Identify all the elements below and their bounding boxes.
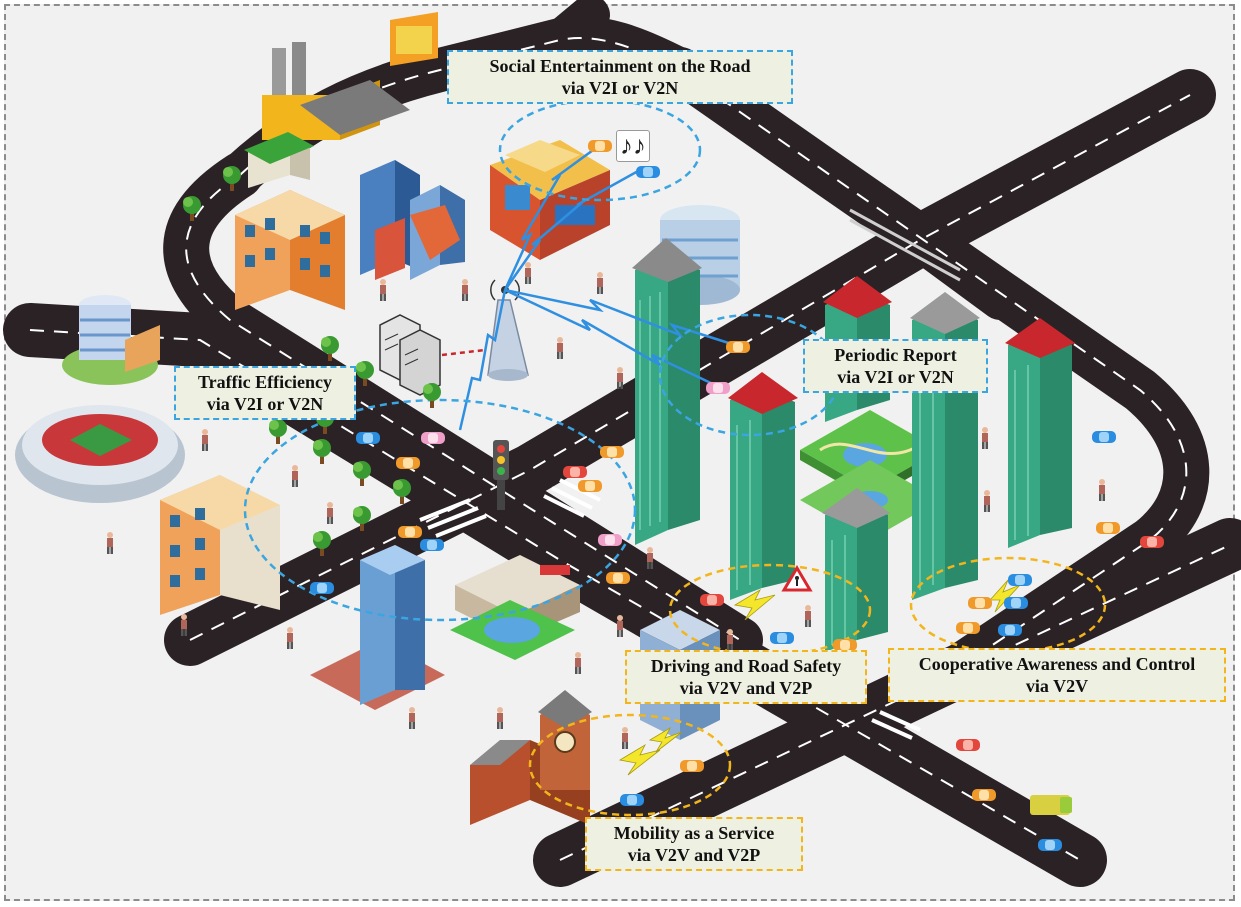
- glass-skyscraper: [310, 545, 445, 710]
- traffic-light-icon: [493, 440, 509, 510]
- label-periodic-line2: via V2I or V2N: [837, 367, 954, 387]
- shopping-mall: [490, 140, 610, 260]
- teal-highrise-2: [728, 372, 798, 600]
- region-cooperative: [909, 556, 1107, 654]
- server-icon: [379, 314, 441, 396]
- highrise-windows: [639, 292, 1029, 645]
- label-driving-road-safety: Driving and Road Safety via V2V and V2P: [625, 650, 867, 704]
- music-notes-icon: ♪♪: [616, 130, 650, 162]
- label-periodic-line1: Periodic Report: [834, 345, 957, 365]
- teal-highrise-5: [1005, 318, 1075, 548]
- label-traffic-efficiency: Traffic Efficiency via V2I or V2N: [174, 366, 356, 420]
- region-traffic: [243, 398, 637, 622]
- label-cooperative-awareness: Cooperative Awareness and Control via V2…: [888, 648, 1226, 702]
- base-station-icon: [487, 279, 529, 381]
- label-mobility-service: Mobility as a Service via V2V and V2P: [585, 817, 803, 871]
- label-mobility-line2: via V2V and V2P: [627, 845, 761, 865]
- skyscrapers-cluster: [360, 160, 465, 280]
- clock-tower-building: [470, 690, 592, 825]
- factory: [262, 12, 438, 140]
- vehicles: [310, 140, 1164, 851]
- crosswalks: [419, 478, 921, 740]
- label-driving-line2: via V2V and V2P: [679, 678, 813, 698]
- pedestrian-warning-icon: [781, 565, 813, 592]
- teal-highrise-1: [632, 238, 702, 545]
- v2v-lightning: [618, 579, 1021, 776]
- truck: [1030, 795, 1072, 815]
- region-mobility: [528, 713, 732, 817]
- label-periodic-report: Periodic Report via V2I or V2N: [803, 339, 988, 393]
- label-mobility-line1: Mobility as a Service: [613, 823, 775, 843]
- bridge-rail: [849, 208, 961, 282]
- restaurant: [450, 555, 580, 660]
- apartment-nw: [235, 190, 345, 310]
- small-house: [244, 132, 314, 188]
- round-hotel: [62, 295, 160, 385]
- label-traffic-line2: via V2I or V2N: [206, 394, 324, 414]
- server-link: [441, 348, 486, 357]
- stadium: [15, 405, 185, 503]
- region-driving: [668, 563, 872, 657]
- label-driving-line1: Driving and Road Safety: [650, 656, 842, 676]
- label-cooperative-line1: Cooperative Awareness and Control: [918, 654, 1196, 674]
- apartment-sw: [160, 475, 280, 615]
- label-cooperative-line2: via V2V: [1025, 676, 1089, 696]
- label-traffic-line1: Traffic Efficiency: [197, 372, 333, 392]
- label-social-line2: via V2I or V2N: [561, 78, 679, 98]
- label-social-entertainment: Social Entertainment on the Road via V2I…: [447, 50, 793, 104]
- label-social-line1: Social Entertainment on the Road: [489, 56, 751, 76]
